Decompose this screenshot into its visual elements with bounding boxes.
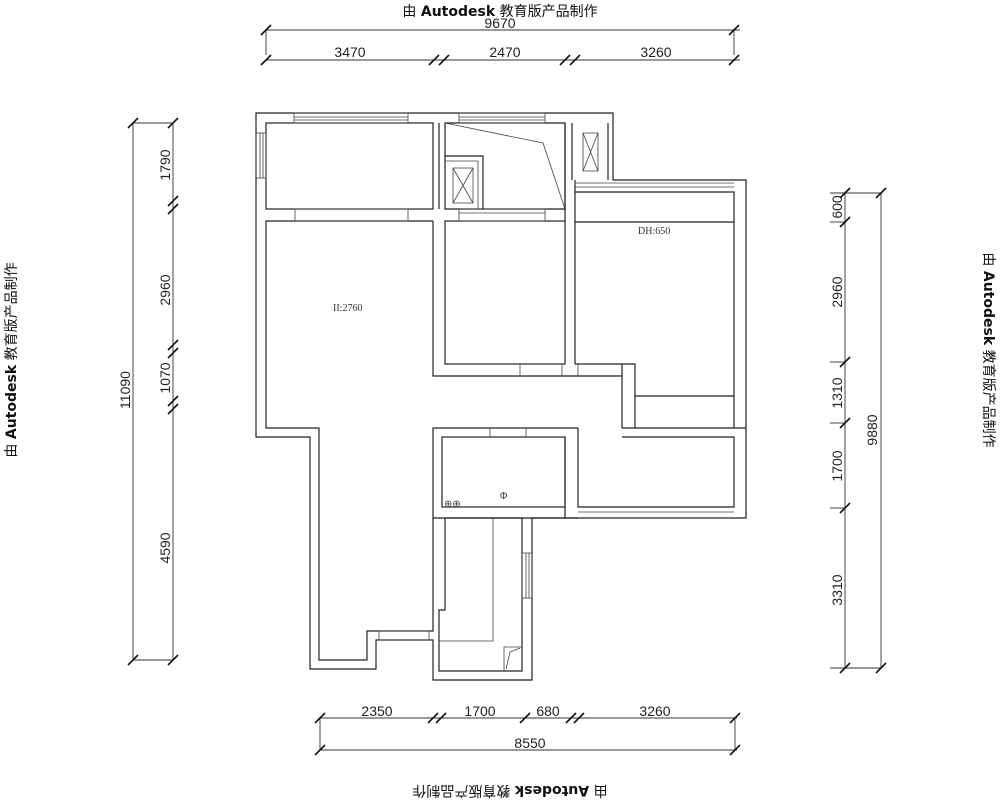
- dimension-right: 600 2960 1310 1700 3310 9880: [829, 187, 887, 674]
- dimension-top: 9670 3470 2470 3260: [260, 15, 740, 66]
- room-living: [265, 220, 578, 661]
- watermark-right: 由 Autodesk 教育版产品制作: [980, 252, 996, 447]
- dim-ticks: [260, 24, 740, 66]
- window: [255, 132, 267, 179]
- kitchen-counter: [439, 518, 494, 642]
- window: [378, 630, 430, 641]
- dim-bottom-segment: 680: [536, 703, 560, 719]
- shaft-box: [582, 132, 599, 172]
- dim-bottom-segment: 2350: [361, 703, 392, 719]
- room-bathroom: [441, 436, 566, 508]
- dim-top-segment: 3470: [334, 44, 365, 60]
- dim-right-segment: 2960: [829, 276, 845, 307]
- dim-right-segment: 600: [829, 195, 845, 219]
- dim-ticks: [127, 117, 179, 666]
- dim-left-segment: 1070: [157, 362, 173, 393]
- drain-symbol: Φ: [500, 491, 507, 502]
- dim-right-segment: 1310: [829, 377, 845, 408]
- dim-top-segment: 3260: [640, 44, 671, 60]
- room-top-middle: [444, 122, 566, 210]
- fridge-curve: [505, 647, 521, 670]
- duct-shaft: [445, 155, 484, 209]
- walls: [255, 112, 747, 681]
- dim-bottom-segment: 1700: [464, 703, 495, 719]
- doorway: [294, 208, 409, 222]
- shaft-cross-icon: [582, 132, 599, 172]
- watermark-top: 由 Autodesk 教育版产品制作: [402, 4, 597, 20]
- dimension-left: 11090 1790 2960 1070 4590: [117, 117, 179, 666]
- dimension-bottom: 2350 1700 680 3260 8550: [314, 703, 741, 756]
- room-middle: [444, 220, 566, 365]
- windows: [255, 112, 546, 641]
- dim-right-segment: 1700: [829, 450, 845, 481]
- dim-top-total: 9670: [484, 15, 515, 31]
- room-kitchen: [438, 517, 523, 672]
- slanted-counter: [444, 122, 566, 210]
- dim-ticks: [839, 187, 887, 674]
- dim-left-total: 11090: [117, 371, 133, 409]
- watermark-left: 由 Autodesk 教育版产品制作: [4, 262, 20, 457]
- duct-shaft-inner: [445, 160, 479, 209]
- dim-left-segment: 1790: [157, 149, 173, 180]
- dim-bottom-total: 8550: [514, 735, 545, 751]
- window: [293, 112, 409, 124]
- outer-wall: [255, 112, 747, 681]
- shaft-box: [452, 167, 474, 204]
- dim-top-segment: 2470: [489, 44, 520, 60]
- dim-left-segment: 4590: [157, 532, 173, 563]
- dim-bottom-segment: 3260: [639, 703, 670, 719]
- dim-right-total: 9880: [864, 414, 880, 445]
- corridor-wall: [432, 221, 623, 428]
- dim-left-segment: 2960: [157, 274, 173, 305]
- room-top-left: [265, 122, 434, 210]
- shaft-cross-icon: [452, 167, 474, 204]
- window: [521, 552, 533, 599]
- fridge: [503, 646, 522, 671]
- dim-right-segment: 3310: [829, 574, 845, 605]
- room-right: [575, 191, 735, 397]
- window: [458, 112, 546, 124]
- watermark-bottom: 由 Autodesk 教育版产品制作: [412, 782, 607, 798]
- dim-ticks: [314, 712, 741, 756]
- window-sill-label: DH:650: [638, 226, 670, 237]
- window: [458, 208, 546, 222]
- living-height-label: II:2760: [333, 303, 362, 314]
- room-lower-right: [577, 428, 735, 508]
- gas-symbol: ⊕⊕: [444, 499, 461, 510]
